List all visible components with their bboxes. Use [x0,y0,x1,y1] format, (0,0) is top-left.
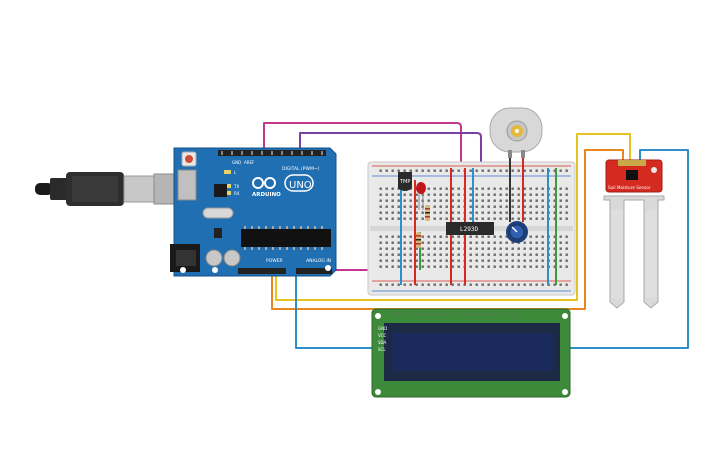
arduino-logo-icon [252,177,276,189]
resistor-2[interactable] [416,232,421,248]
wires [263,122,689,349]
led-tx-label: TX [233,184,239,189]
resistor-1[interactable] [425,205,430,221]
lcd-display[interactable]: GND VCC SDA SCL [371,308,571,398]
pin-aref-label: AREF [244,160,255,165]
potentiometer[interactable] [506,221,528,243]
dc-motor[interactable] [489,107,543,158]
pin-gnd-label: GND [232,160,241,165]
usb-cable [35,172,183,206]
temp-sensor-label: TMP [399,179,410,185]
lcd-pin-sda: SDA [378,340,387,345]
led-rx-label: RX [234,191,240,196]
soil-moisture-sensor[interactable]: Soil Moisture Sensor [603,159,665,309]
red-led[interactable] [416,182,426,210]
analog-header[interactable] [296,268,332,274]
led-l-label: L [234,170,237,175]
wire-magenta-top[interactable] [263,122,462,285]
analog-header-label: ANALOG IN [306,258,331,264]
lcd-pin-scl: SCL [378,347,386,352]
uno-label: UNO [289,180,312,191]
arduino-logo-text: ARDUINO [252,192,281,198]
lcd-pin-vcc: VCC [378,333,387,338]
arduino-uno[interactable]: AREF GND DIGITAL (PWM~) L TX RX ARDUINO … [170,147,337,277]
wire-yellow-power[interactable] [275,133,631,301]
l293d-label: L293D [460,226,478,233]
atmega-chip [241,229,331,247]
temperature-sensor[interactable]: TMP [398,172,412,191]
power-header-label: POWER [266,258,283,264]
power-header[interactable] [238,268,286,274]
wire-blue-lcd[interactable] [295,270,378,349]
l293d-chip[interactable]: L293D [446,222,494,235]
wire-orange-gnd[interactable] [271,149,624,310]
digital-header-label: DIGITAL (PWM~) [282,166,320,172]
wire-blue-soil[interactable] [570,149,689,349]
lcd-pin-gnd: GND [378,326,387,331]
soil-sensor-title: Soil Moisture Sensor [608,185,651,190]
wire-purple-top[interactable] [299,132,482,225]
lcd-screen [392,333,554,371]
